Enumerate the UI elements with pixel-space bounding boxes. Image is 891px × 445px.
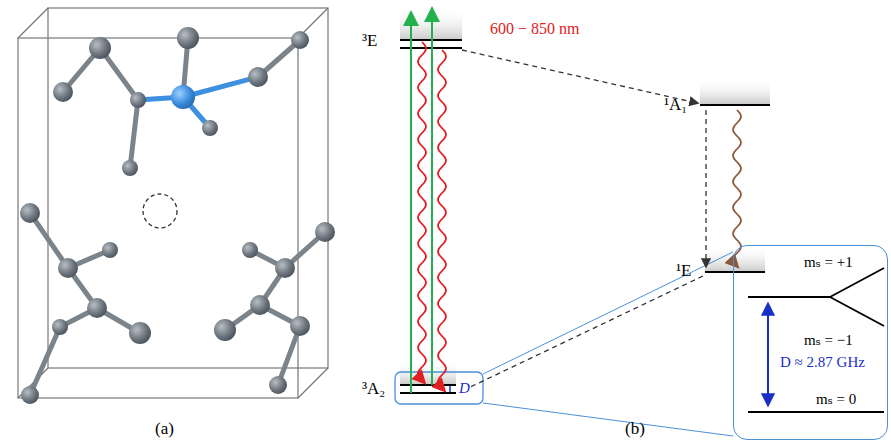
- isc-arrow: [705, 110, 706, 266]
- splitting-label: D: [458, 380, 471, 397]
- state-label: ¹E: [676, 262, 691, 281]
- panel-label: (a): [155, 420, 174, 439]
- isc-arrow: [462, 50, 697, 103]
- state-label: ¹A₁: [664, 96, 687, 115]
- inset-box: mₛ = +1 mₛ = −1 D ≈ 2.87 GHz mₛ = 0: [733, 245, 888, 440]
- emission-wave: [733, 110, 741, 266]
- level-shading: [400, 8, 770, 385]
- energy-levels: [400, 40, 770, 393]
- isc-arrow: [462, 276, 703, 391]
- level-label: D ≈ 2.87 GHz: [780, 354, 865, 371]
- zero-field-arrow: [767, 305, 769, 404]
- inset-levels: [748, 268, 884, 412]
- vacancy: [143, 194, 177, 228]
- panel-label: (b): [625, 420, 645, 439]
- splitting-arrow: [449, 386, 451, 392]
- zoom-line: [483, 252, 733, 374]
- level-label: mₛ = 0: [816, 391, 856, 408]
- zoom-line: [483, 403, 733, 436]
- nitrogen-bonds: [138, 77, 258, 128]
- zoom-box: [395, 372, 483, 404]
- state-label: ³A₂: [362, 380, 385, 399]
- state-label: ³E: [362, 32, 377, 51]
- excitation-arrow: [410, 14, 412, 393]
- unit-cell: [18, 8, 328, 398]
- wavelength-label: 600 − 850 nm: [490, 20, 579, 38]
- emission-wave: [418, 42, 426, 382]
- emission-waves: [418, 42, 741, 390]
- bonds: [30, 38, 325, 395]
- level-label: mₛ = −1: [804, 332, 853, 349]
- carbon-atoms: [20, 27, 335, 404]
- zero-field-arrow: [767, 305, 769, 404]
- excitation-arrow: [431, 10, 433, 385]
- nitrogen-atom: [171, 85, 195, 109]
- emission-wave: [438, 50, 446, 390]
- level-label: mₛ = +1: [804, 254, 853, 271]
